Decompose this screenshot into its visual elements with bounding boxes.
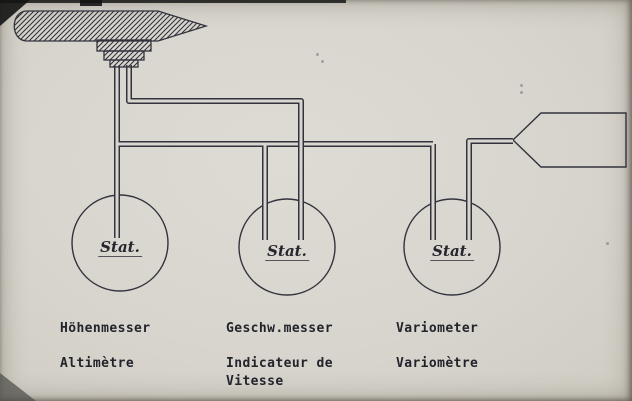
scan-speck [520, 84, 523, 87]
pitot-mast [96, 39, 152, 68]
variometer-name-de: Variometer [396, 321, 479, 336]
scan-speck [321, 60, 324, 63]
pitot-tube-body [13, 10, 209, 42]
airspeed-name-fr: Indicateur de Vitesse [226, 356, 333, 389]
altimeter-dial-label: Stat. [98, 238, 142, 257]
airspeed-dial-label: Stat. [265, 242, 309, 261]
scan-speck [316, 53, 319, 56]
scan-speck [520, 91, 523, 94]
scan-artifact-top-edge [0, 0, 346, 3]
airspeed-dial [238, 198, 336, 296]
flask-line [466, 138, 513, 240]
airspeed-name-de: Geschw.messer [226, 321, 333, 336]
pitot-pressure-line [126, 65, 304, 240]
variometer-dial [403, 198, 501, 296]
pitot-tube [13, 10, 209, 68]
scan-speck [606, 242, 609, 245]
variometer-name-fr: Variomètre [396, 356, 479, 371]
static-pressure-line [114, 65, 436, 240]
altimeter-name-de: Höhenmesser [60, 321, 151, 336]
altimeter-name-fr: Altimètre [60, 356, 135, 371]
variometer-dial-label: Stat. [430, 242, 474, 261]
capacity-flask [511, 112, 627, 168]
scan-artifact-top-blob [80, 0, 102, 6]
